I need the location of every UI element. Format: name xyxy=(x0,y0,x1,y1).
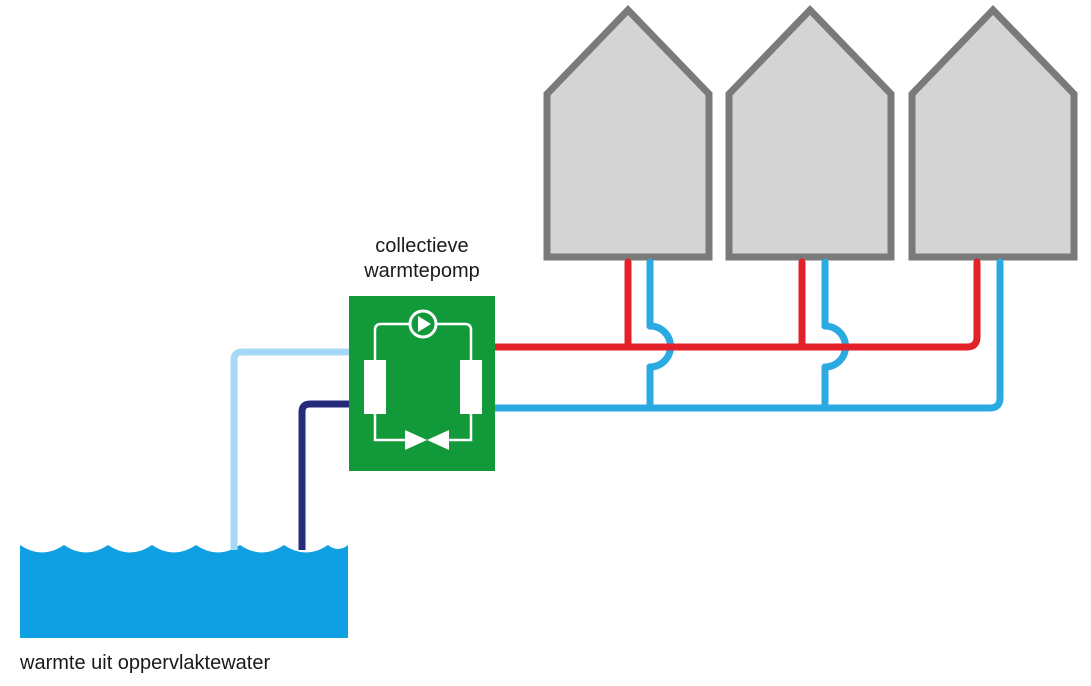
water-intake-pipe xyxy=(230,348,352,550)
house-icon xyxy=(543,4,713,261)
heat-pump-unit xyxy=(349,296,495,471)
surface-water-label: warmte uit oppervlaktewater xyxy=(20,652,271,674)
heat-pump-label-line2: warmtepomp xyxy=(364,260,480,282)
expansion-valve-icon xyxy=(405,430,449,450)
heat-pump-label: collectieve warmtepomp xyxy=(348,234,496,284)
houses xyxy=(543,4,1078,261)
circulation-pump-icon xyxy=(408,309,438,339)
surface-water xyxy=(20,545,348,638)
water-outlet-pipe xyxy=(298,400,352,550)
heat-exchanger-icon xyxy=(364,360,386,414)
supply-pipe-network xyxy=(491,258,981,351)
house-icon xyxy=(908,4,1078,261)
heat-exchanger-icon xyxy=(460,360,482,414)
house-icon xyxy=(725,4,895,261)
heat-pump-label-line1: collectieve xyxy=(375,235,469,257)
return-pipe-network xyxy=(491,258,1004,412)
